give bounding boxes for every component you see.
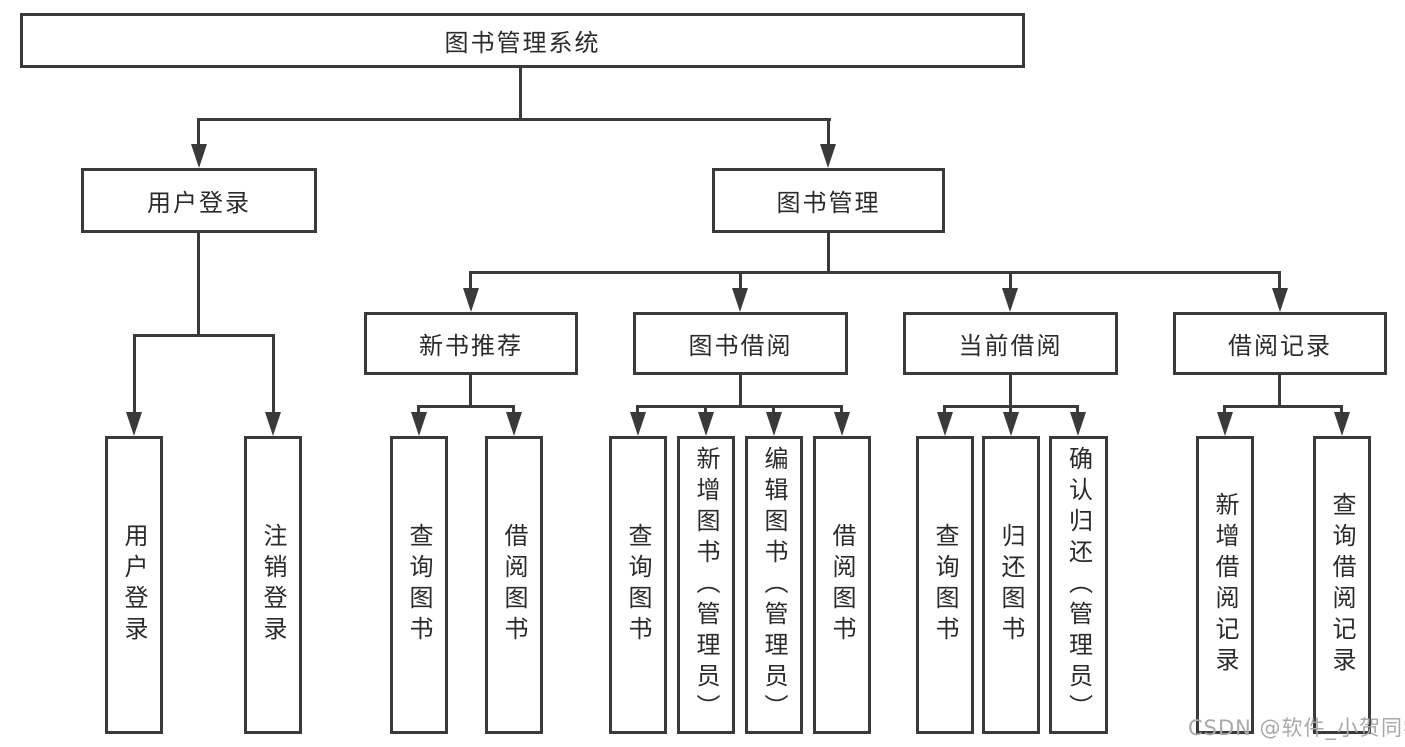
node-new-book-recommend: 新书推荐 bbox=[364, 312, 578, 375]
arrowhead-down-icon bbox=[1217, 412, 1233, 436]
connector-line bbox=[197, 233, 200, 336]
arrowhead-down-icon bbox=[191, 144, 207, 168]
connector-line bbox=[197, 118, 200, 146]
leaf-logout-login: 注销登录 bbox=[244, 436, 302, 734]
connector-line bbox=[469, 271, 472, 291]
connector-line bbox=[469, 375, 472, 408]
leaf-current-return-books: 归还图书 bbox=[982, 436, 1040, 734]
leaf-current-confirm-return: 确认归还（管理员） bbox=[1049, 436, 1108, 734]
connector-line bbox=[1278, 375, 1281, 408]
leaf-user-login: 用户登录 bbox=[105, 436, 163, 734]
leaf-recommend-query-books: 查询图书 bbox=[390, 436, 448, 734]
connector-line bbox=[470, 271, 1281, 274]
node-borrowing-records: 借阅记录 bbox=[1173, 312, 1387, 375]
leaf-borrowing-query-books: 查询图书 bbox=[609, 436, 667, 734]
connector-line bbox=[272, 334, 275, 414]
node-library-management-system: 图书管理系统 bbox=[20, 13, 1025, 68]
arrowhead-down-icon bbox=[1002, 288, 1018, 312]
connector-line bbox=[943, 405, 946, 415]
leaf-recommend-borrow-books: 借阅图书 bbox=[485, 436, 543, 734]
connector-line bbox=[1009, 375, 1012, 408]
arrowhead-down-icon bbox=[1070, 412, 1086, 436]
arrowhead-down-icon bbox=[698, 412, 714, 436]
connector-line bbox=[1223, 405, 1226, 415]
leaf-borrowing-edit-books: 编辑图书（管理员） bbox=[745, 436, 803, 734]
node-book-borrowing: 图书借阅 bbox=[633, 312, 848, 375]
arrowhead-down-icon bbox=[630, 412, 646, 436]
arrowhead-down-icon bbox=[463, 288, 479, 312]
arrowhead-down-icon bbox=[937, 412, 953, 436]
arrowhead-down-icon bbox=[1334, 412, 1350, 436]
arrowhead-down-icon bbox=[1003, 412, 1019, 436]
connector-line bbox=[1340, 405, 1343, 415]
connector-line bbox=[637, 405, 843, 408]
leaf-borrowing-add-books: 新增图书（管理员） bbox=[677, 436, 735, 734]
node-current-borrowing: 当前借阅 bbox=[903, 312, 1118, 375]
connector-line bbox=[1224, 405, 1343, 408]
connector-line bbox=[512, 405, 515, 415]
leaf-records-query-record: 查询借阅记录 bbox=[1313, 436, 1371, 734]
connector-line bbox=[636, 405, 639, 415]
arrowhead-down-icon bbox=[1272, 288, 1288, 312]
connector-line bbox=[827, 233, 830, 274]
connector-line bbox=[133, 334, 275, 337]
leaf-records-add-record: 新增借阅记录 bbox=[1196, 436, 1254, 734]
connector-line bbox=[1009, 405, 1012, 415]
arrowhead-down-icon bbox=[265, 412, 281, 436]
connector-line bbox=[519, 68, 522, 120]
connector-line bbox=[840, 405, 843, 415]
node-user-login: 用户登录 bbox=[81, 168, 317, 233]
connector-line bbox=[1009, 271, 1012, 291]
arrowhead-down-icon bbox=[834, 412, 850, 436]
arrowhead-down-icon bbox=[126, 412, 142, 436]
node-book-management: 图书管理 bbox=[712, 168, 945, 233]
arrowhead-down-icon bbox=[766, 412, 782, 436]
leaf-borrowing-borrow-books: 借阅图书 bbox=[813, 436, 871, 734]
connector-line bbox=[133, 334, 136, 414]
watermark: CSDN @软件_小贺同学 bbox=[1188, 716, 1405, 740]
connector-line bbox=[772, 405, 775, 415]
arrowhead-down-icon bbox=[732, 288, 748, 312]
leaf-current-query-books: 查询图书 bbox=[916, 436, 974, 734]
arrowhead-down-icon bbox=[820, 144, 836, 168]
connector-line bbox=[1076, 405, 1079, 415]
connector-line bbox=[739, 271, 742, 291]
arrowhead-down-icon bbox=[411, 412, 427, 436]
connector-line bbox=[417, 405, 420, 415]
connector-line bbox=[827, 118, 830, 146]
connector-line bbox=[197, 118, 831, 121]
arrowhead-down-icon bbox=[506, 412, 522, 436]
connector-line bbox=[418, 405, 515, 408]
connector-line bbox=[704, 405, 707, 415]
connector-line bbox=[1278, 271, 1281, 291]
connector-line bbox=[739, 375, 742, 408]
